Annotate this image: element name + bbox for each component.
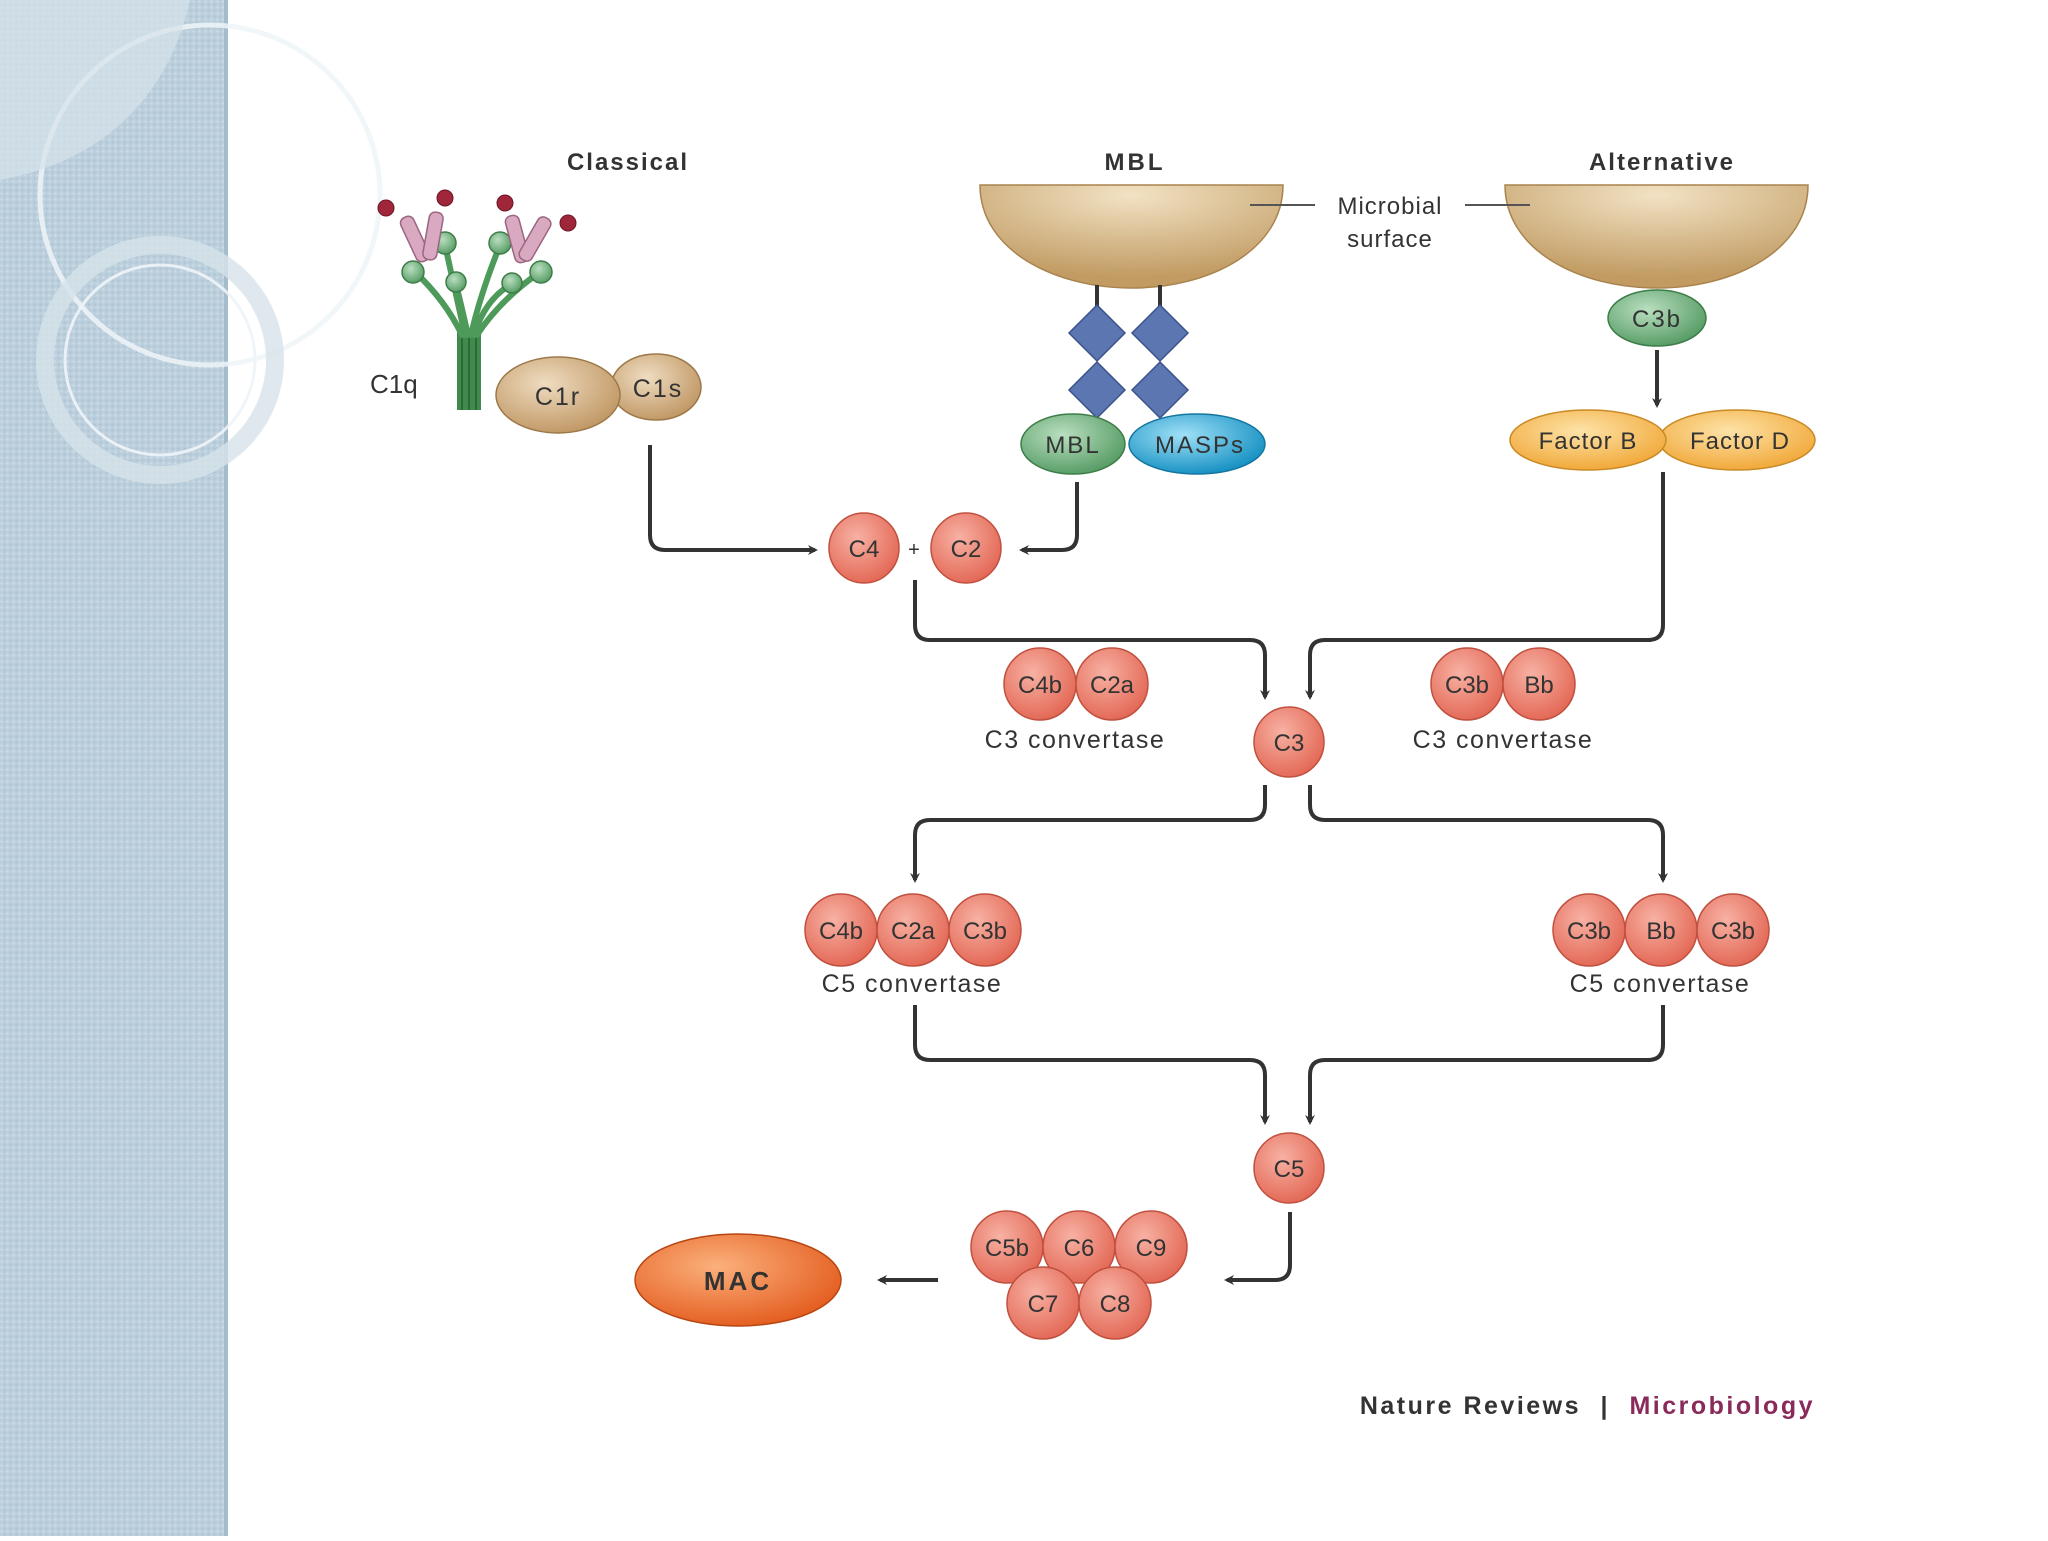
arrow-c4-c2-to-c3	[913, 580, 1270, 700]
mbl-structure	[1067, 285, 1190, 420]
arrow-c3-to-alternative-c5conv	[1308, 785, 1668, 883]
arrow-classical-to-c4	[648, 445, 818, 555]
protein-label: C7	[1028, 1291, 1059, 1318]
protein-circle	[948, 893, 1022, 967]
pathway-title-alternative: Alternative	[1589, 149, 1735, 176]
microbial-surface-mbl	[979, 184, 1284, 289]
decorative-sidebar	[0, 0, 383, 1536]
masps-node-label: MASPs	[1155, 432, 1245, 459]
microbial-surface-alternative	[1504, 184, 1809, 289]
protein-label: C4b	[1018, 672, 1062, 699]
protein-label: C2a	[1090, 672, 1135, 699]
mbl-node	[1020, 413, 1126, 475]
credit-section: Microbiology	[1629, 1392, 1815, 1420]
c3-label: C3	[1274, 730, 1305, 757]
protein-label: C8	[1100, 1291, 1131, 1318]
c5-convertase-alternative-label: C5 convertase	[1570, 970, 1751, 998]
protein-label: C3b	[1711, 918, 1755, 945]
plus-sign: +	[908, 539, 920, 561]
protein-circle	[1696, 893, 1770, 967]
protein-label: C2a	[891, 918, 936, 945]
protein-label: C6	[1064, 1235, 1095, 1262]
c3-convertase-classical: C4b C2a	[1003, 647, 1149, 721]
arrow-c5-to-terminal	[1224, 1212, 1292, 1285]
factor-b-label: Factor B	[1539, 428, 1638, 455]
c5-convertase-classical-label: C5 convertase	[822, 970, 1003, 998]
c1r-node	[495, 356, 621, 434]
protein-label: C9	[1136, 1235, 1167, 1262]
protein-label: C5b	[985, 1235, 1029, 1262]
protein-circle	[1114, 1210, 1188, 1284]
c1s-label: C1s	[633, 375, 683, 403]
credit-journal: Nature Reviews	[1360, 1392, 1581, 1420]
c3-node	[1253, 706, 1325, 778]
journal-credit: Nature Reviews | Microbiology	[1360, 1392, 1815, 1420]
c2-node	[930, 512, 1002, 584]
c1q-label: C1q	[370, 369, 418, 399]
c1q-structure	[377, 189, 577, 410]
protein-label: C3b	[963, 918, 1007, 945]
c5-label: C5	[1274, 1156, 1305, 1183]
c5-convertase-classical: C4b C2a C3b	[804, 893, 1022, 967]
factor-d-label: Factor D	[1690, 428, 1790, 455]
c3-convertase-classical-label: C3 convertase	[985, 726, 1166, 754]
c3b-surface-label: C3b	[1632, 306, 1682, 333]
c5-node	[1253, 1132, 1325, 1204]
mac-node	[634, 1233, 842, 1327]
protein-circle	[1075, 647, 1149, 721]
c4-node	[828, 512, 900, 584]
microbial-surface-label-line1: Microbial	[1337, 193, 1442, 220]
protein-label: Bb	[1646, 918, 1675, 945]
pathway-title-mbl: MBL	[1105, 149, 1166, 176]
masps-node	[1128, 413, 1266, 475]
microbial-surface-label-line2: surface	[1347, 226, 1433, 253]
c5-convertase-alternative: C3b Bb C3b	[1552, 893, 1770, 967]
c2-label: C2	[951, 536, 982, 563]
protein-circle	[1078, 1266, 1152, 1340]
credit-separator: |	[1600, 1392, 1610, 1420]
arrow-alternative-c5conv-to-c5	[1305, 1005, 1665, 1125]
mac-label: MAC	[704, 1266, 772, 1296]
arrow-factors-to-c3	[1305, 472, 1665, 700]
pathway-title-classical: Classical	[567, 149, 689, 176]
arrow-mbl-to-c2	[1019, 482, 1079, 555]
arrow-c3-to-classical-c5conv	[910, 785, 1267, 883]
protein-label: C3b	[1567, 918, 1611, 945]
pathway-arrows	[648, 350, 1668, 1285]
c3-convertase-alternative: C3b Bb	[1430, 647, 1576, 721]
protein-label: C3b	[1445, 672, 1489, 699]
mbl-node-label: MBL	[1045, 432, 1100, 459]
c3b-surface-node	[1607, 289, 1707, 347]
protein-label: Bb	[1524, 672, 1553, 699]
arrow-classical-c5conv-to-c5	[913, 1005, 1270, 1125]
c4-label: C4	[849, 536, 880, 563]
c1r-label: C1r	[535, 383, 581, 411]
protein-label: C4b	[819, 918, 863, 945]
c3-convertase-alternative-label: C3 convertase	[1413, 726, 1594, 754]
protein-circle	[1502, 647, 1576, 721]
factor-b-node	[1509, 409, 1667, 471]
